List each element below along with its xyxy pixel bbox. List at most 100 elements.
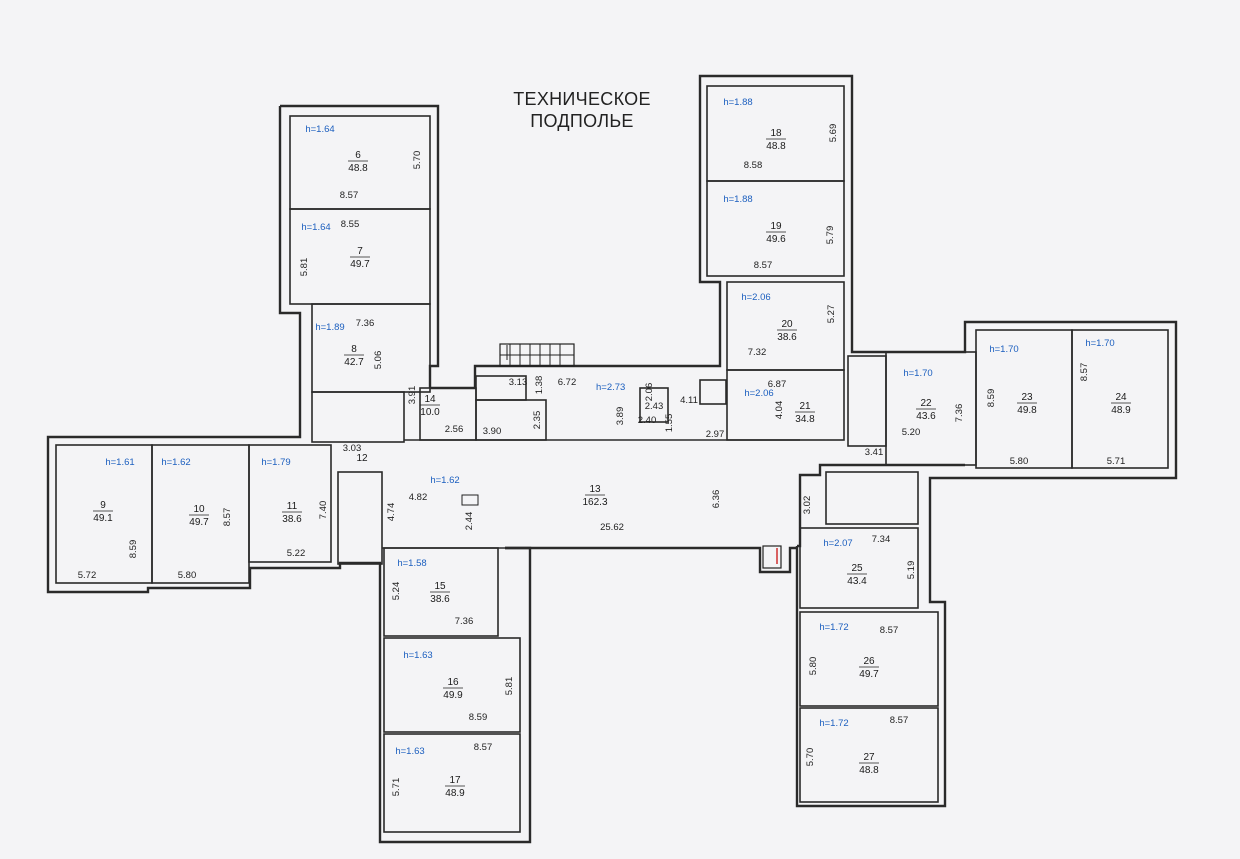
dimension-label: 3.90 <box>483 426 502 437</box>
dimension-label: 2.40 <box>638 415 657 426</box>
room-21-height: h=2.06 <box>744 388 773 399</box>
room-16-number: 16 <box>447 677 459 688</box>
room-14-number: 14 <box>424 394 436 405</box>
room-26-height: h=1.72 <box>819 622 848 633</box>
room-6-height: h=1.64 <box>305 124 334 135</box>
dimension-label: 2.44 <box>464 512 475 531</box>
dimension-label: 7.34 <box>872 534 891 545</box>
room-11-height: h=1.79 <box>261 457 290 468</box>
room-16-area: 49.9 <box>443 690 463 701</box>
room-26-number: 26 <box>863 656 875 667</box>
dimension-label: 2.97 <box>706 429 725 440</box>
room-25-height: h=2.07 <box>823 538 852 549</box>
room-18-area: 48.8 <box>766 141 786 152</box>
room-16-height: h=1.63 <box>403 650 432 661</box>
room-27-number: 27 <box>863 752 875 763</box>
room-12-number: 12 <box>356 453 368 464</box>
dimension-label: 5.70 <box>805 748 816 767</box>
room-17-number: 17 <box>449 775 461 786</box>
dimension-label: 8.57 <box>340 190 359 201</box>
room-24-number: 24 <box>1115 392 1127 403</box>
room-17-height: h=1.63 <box>395 746 424 757</box>
room-24-area: 48.9 <box>1111 405 1131 416</box>
room-25-area: 43.4 <box>847 576 867 587</box>
dimension-label: 3.02 <box>802 496 813 515</box>
dimension-label: 5.20 <box>902 427 921 438</box>
room-9-height: h=1.61 <box>105 457 134 468</box>
room-11-area: 38.6 <box>282 514 302 525</box>
room-10-area: 49.7 <box>189 517 209 528</box>
dimension-label: 7.36 <box>455 616 474 627</box>
dimension-label: 8.57 <box>890 715 909 726</box>
dimension-label: 7.36 <box>954 404 965 423</box>
room-9-number: 9 <box>100 500 106 511</box>
dimension-label: 8.55 <box>341 219 360 230</box>
dimension-label: 2.43 <box>645 401 664 412</box>
room-13-number: 13 <box>589 484 601 495</box>
plan-title-line-1: ТЕХНИЧЕСКОЕ <box>513 89 651 109</box>
room-15-number: 15 <box>434 581 446 592</box>
dimension-label: 25.62 <box>600 522 624 533</box>
room-21-area: 34.8 <box>795 414 815 425</box>
room-9-area: 49.1 <box>93 513 113 524</box>
dimension-label: 5.81 <box>504 677 515 696</box>
dimension-label: 8.58 <box>744 160 763 171</box>
inner-walls <box>55 85 1169 833</box>
dimension-label: 8.57 <box>754 260 773 271</box>
dimension-label: 7.40 <box>318 501 329 520</box>
room-26-area: 49.7 <box>859 669 879 680</box>
dimension-label: 2.56 <box>445 424 464 435</box>
dimension-label: 1.38 <box>534 376 545 395</box>
dimension-label: 5.24 <box>391 582 402 601</box>
room-10-number: 10 <box>193 504 205 515</box>
plan-title-line-2: ПОДПОЛЬЕ <box>530 111 634 131</box>
room-19-number: 19 <box>770 221 782 232</box>
equipment-box <box>461 494 479 506</box>
room-labels: 648.8749.7842.7949.11049.71138.61213162.… <box>93 128 1131 799</box>
dimension-label: 1.55 <box>664 414 675 433</box>
dimension-label: 3.41 <box>865 447 884 458</box>
room-22-number: 22 <box>920 398 932 409</box>
dimension-label: 5.79 <box>825 226 836 245</box>
room-22-height: h=1.70 <box>903 368 932 379</box>
room-18-height: h=1.88 <box>723 97 752 108</box>
room-20-height: h=2.06 <box>741 292 770 303</box>
dimension-label: 5.19 <box>906 561 917 580</box>
dimension-label: 7.36 <box>356 318 375 329</box>
dimension-label: 5.71 <box>1107 456 1126 467</box>
dimension-label: 7.32 <box>748 347 767 358</box>
dimension-label: 8.59 <box>986 389 997 408</box>
staircase <box>499 343 575 367</box>
dimension-label: 3.89 <box>615 407 626 426</box>
dimension-label: 8.57 <box>222 508 233 527</box>
room-17-area: 48.9 <box>445 788 465 799</box>
room-6-area: 48.8 <box>348 163 368 174</box>
dimension-label: 6.36 <box>711 490 722 509</box>
dimension-label: 2.35 <box>532 411 543 430</box>
dimension-label: 4.11 <box>680 395 698 406</box>
room-22-area: 43.6 <box>916 411 936 422</box>
dimension-label: 5.06 <box>373 351 384 370</box>
dimension-label: 5.22 <box>287 548 306 559</box>
dimension-label: 5.80 <box>1010 456 1029 467</box>
dimension-label: 3.91 <box>407 386 418 405</box>
dimension-label: 5.69 <box>828 124 839 143</box>
corridor-height-label: h=2.73 <box>596 382 625 393</box>
dimension-label: 3.03 <box>343 443 362 454</box>
dimension-label: 2.06 <box>644 383 655 402</box>
room-15-area: 38.6 <box>430 594 450 605</box>
shaft <box>762 545 782 569</box>
room-19-area: 49.6 <box>766 234 786 245</box>
dimension-label: 3.13 <box>509 377 528 388</box>
outer-walls <box>46 74 1178 844</box>
dimension-label: 8.59 <box>128 540 139 559</box>
room-13-area: 162.3 <box>582 497 607 508</box>
room-19-height: h=1.88 <box>723 194 752 205</box>
room-7-height: h=1.64 <box>301 222 330 233</box>
room-15-height: h=1.58 <box>397 558 426 569</box>
room-8-number: 8 <box>351 344 357 355</box>
dimension-label: 5.27 <box>826 305 837 324</box>
room-24-height: h=1.70 <box>1085 338 1114 349</box>
dimension-label: 5.80 <box>178 570 197 581</box>
